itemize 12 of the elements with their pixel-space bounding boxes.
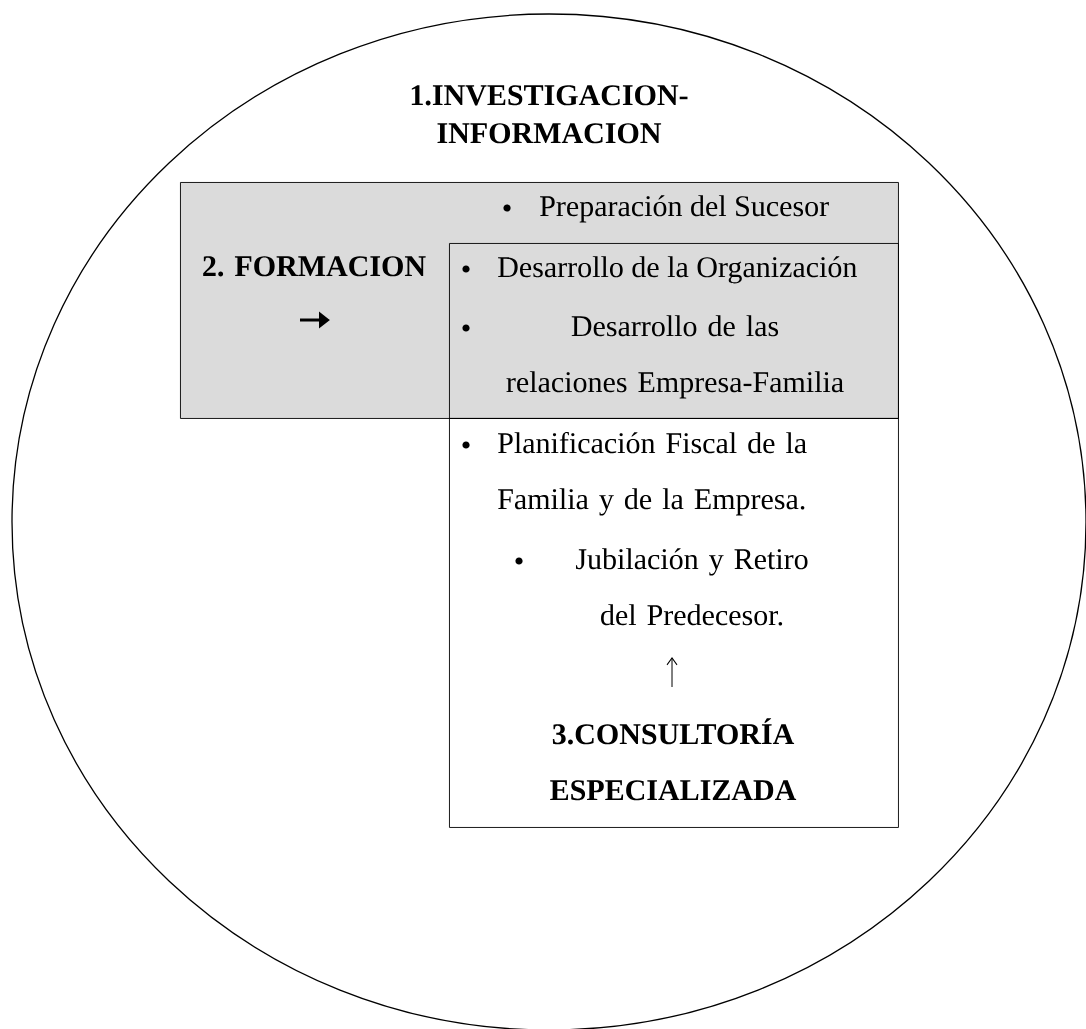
bullet-text: Desarrollo de la Organización <box>498 256 857 284</box>
heading: 3.CONSULTORÍA ESPECIALIZADA <box>550 718 797 801</box>
bullet-text: Jubilación y Retiro del Predecesor. <box>576 548 808 626</box>
box <box>449 418 899 828</box>
circle-outline <box>11 13 1086 1029</box>
heading: 1.INVESTIGACION- INFORMACION <box>411 85 688 144</box>
shaded-box <box>180 182 899 419</box>
box <box>449 243 899 419</box>
heading: 2. FORMACION <box>203 256 426 277</box>
bullet-text: Preparación del Sucesor <box>540 195 829 223</box>
bullet-text: Planificación Fiscal de la Familia y de la Empresa. <box>498 431 807 516</box>
bullet-text: Desarrollo de las relaciones Empresa-Familia <box>506 315 844 399</box>
